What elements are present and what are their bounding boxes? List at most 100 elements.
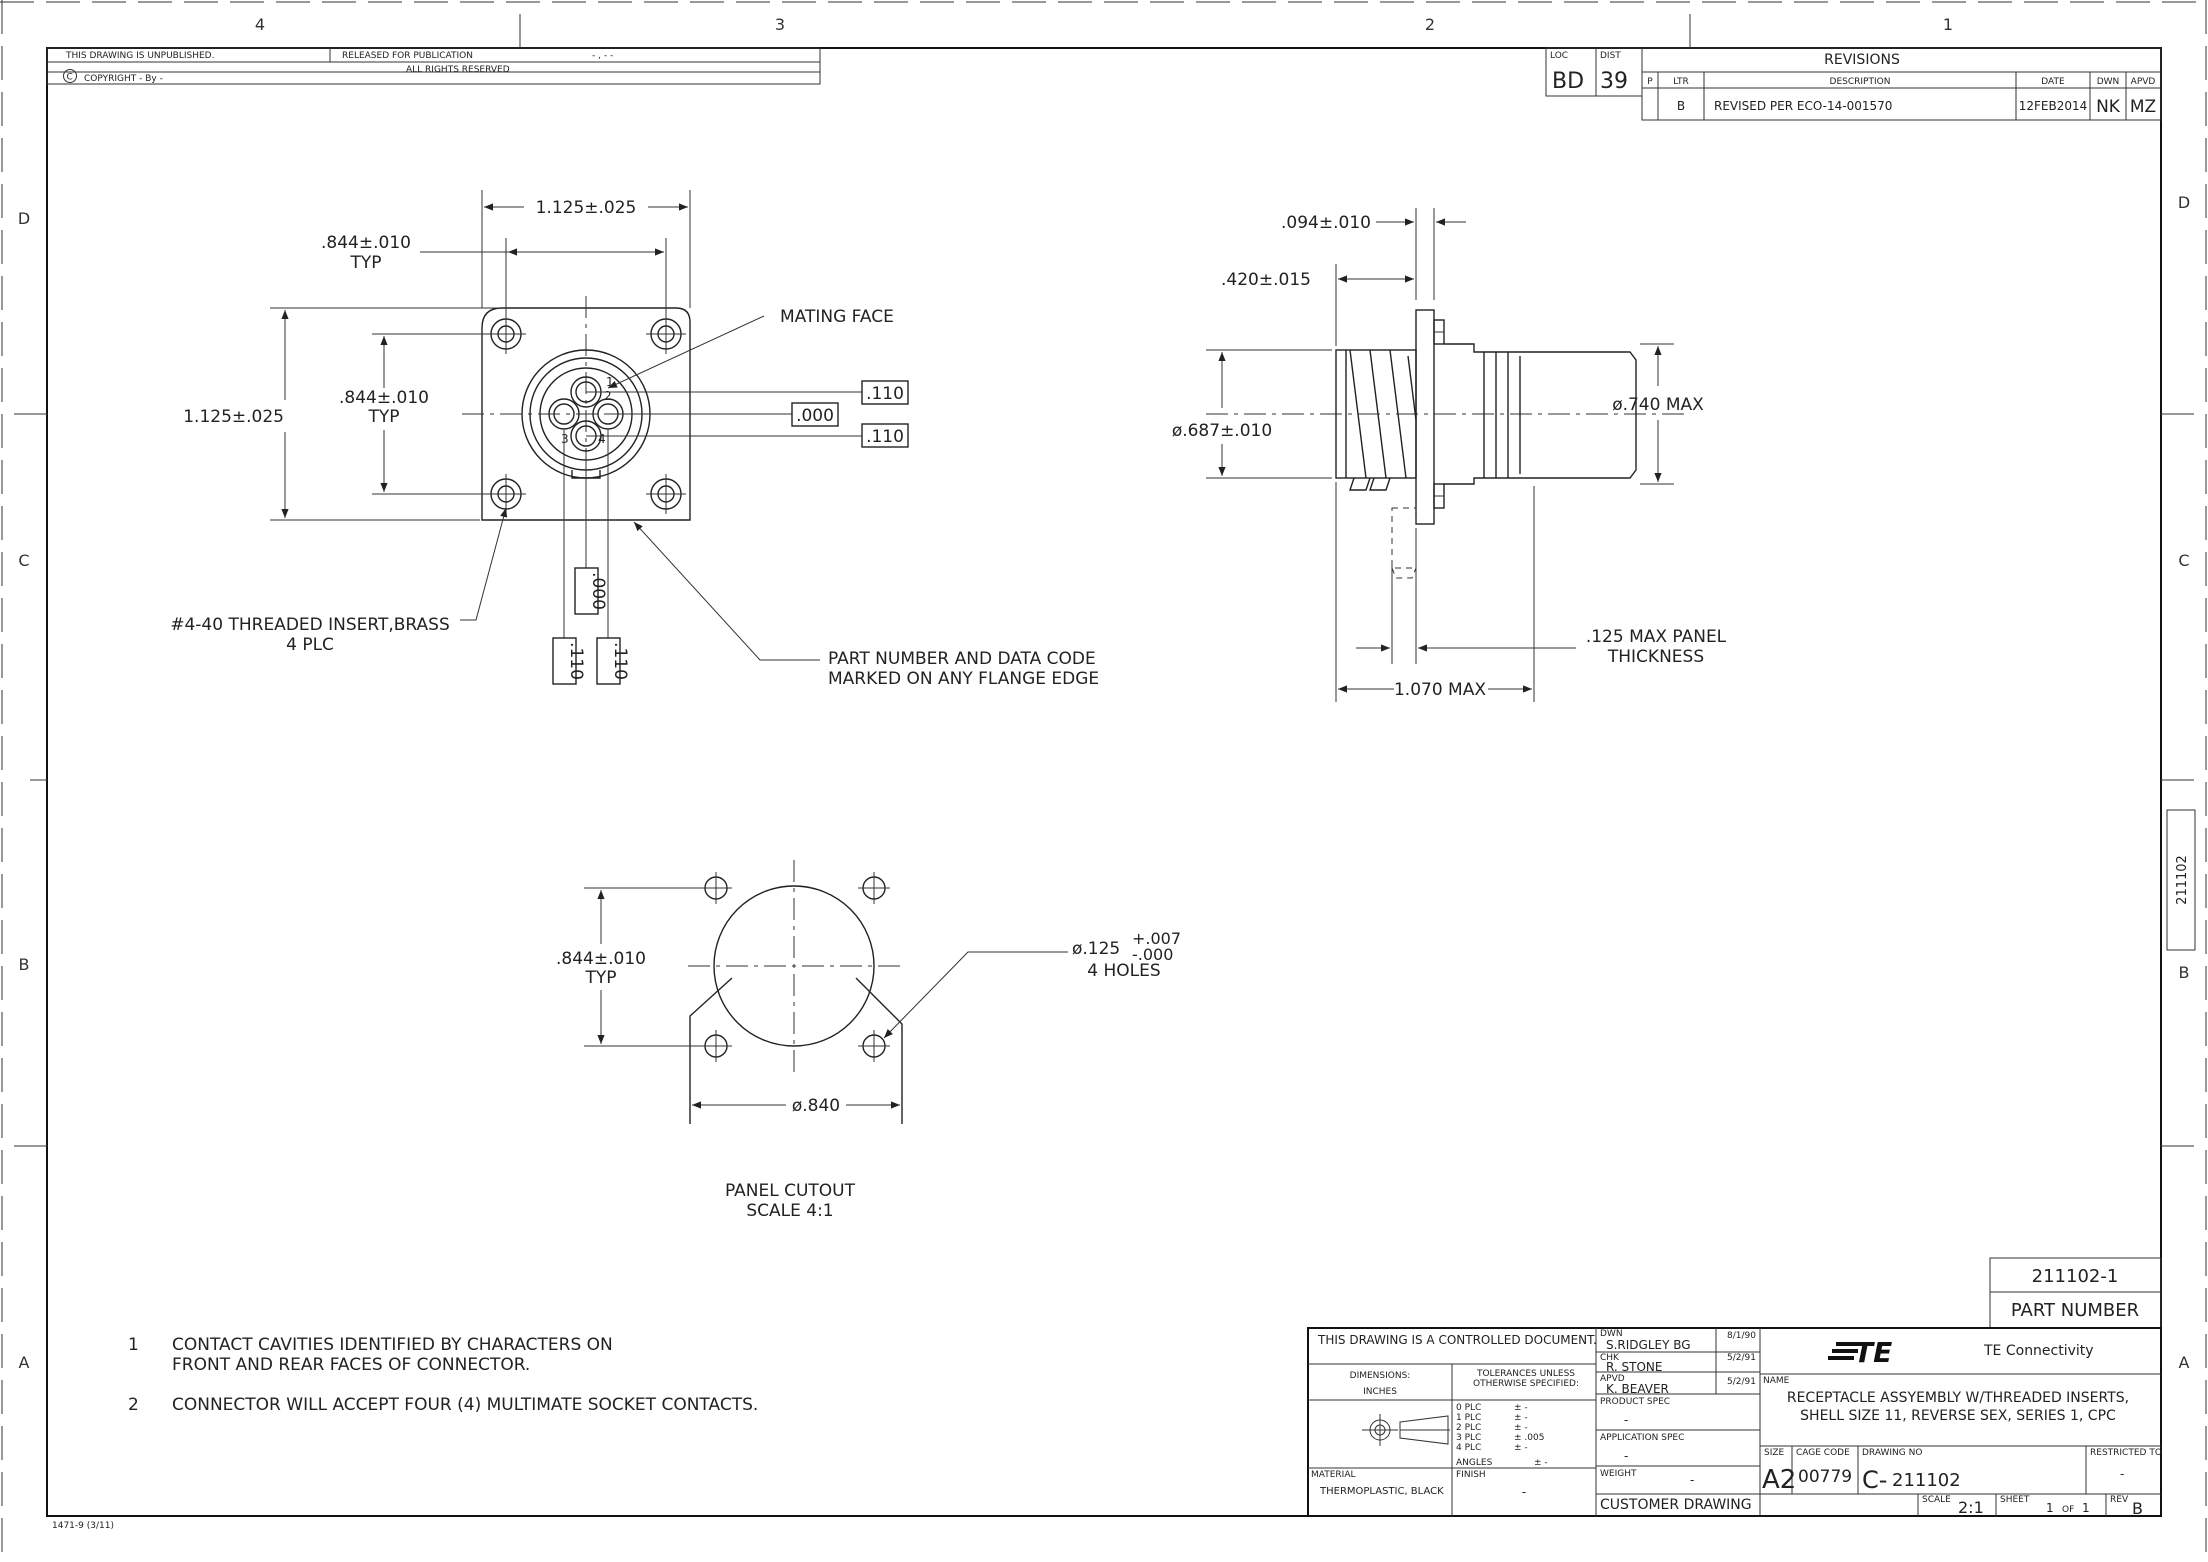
panel-thickness-line1: .125 MAX PANEL: [1586, 627, 1727, 647]
product-spec-value: -: [1624, 1413, 1628, 1427]
zone-col-1: 1: [1943, 15, 1953, 34]
cutout-hole-tl: [700, 872, 732, 904]
zone-col-2: 2: [1425, 15, 1435, 34]
svg-text:.110: .110: [866, 427, 904, 447]
finish-value: -: [1522, 1485, 1526, 1499]
svg-text:.110: .110: [610, 642, 630, 680]
cage-code-label: CAGE CODE: [1796, 1448, 1850, 1458]
apvd-date: 5/2/91: [1727, 1377, 1756, 1387]
svg-text:.000: .000: [588, 572, 608, 610]
dim-hole-spacing-x-typ: TYP: [349, 253, 381, 273]
part-number-label: PART NUMBER: [2011, 1300, 2139, 1321]
dwn-value: S.RIDGLEY BG: [1606, 1338, 1691, 1352]
sheet-label: SHEET: [2000, 1495, 2030, 1505]
chk-label: CHK: [1600, 1353, 1620, 1363]
dim-overall-length: 1.070 MAX: [1394, 680, 1486, 700]
svg-text:3 PLC: 3 PLC: [1456, 1433, 1481, 1443]
zone-row-b-left: B: [19, 955, 30, 974]
cutout-hole-tol-minus: -.000: [1132, 945, 1173, 964]
rev-value: B: [2132, 1499, 2143, 1518]
material-value: THERMOPLASTIC, BLACK: [1319, 1486, 1444, 1497]
zone-row-a-right: A: [2179, 1353, 2190, 1372]
finish-label: FINISH: [1456, 1470, 1486, 1480]
rev-label: REV: [2110, 1495, 2129, 1505]
dim-cutout-hole-spacing-typ: TYP: [584, 968, 616, 988]
restricted-value: -: [2120, 1467, 2124, 1481]
mating-face-label: MATING FACE: [780, 307, 894, 327]
size-value: A2: [1762, 1465, 1796, 1495]
customer-drawing-label: CUSTOMER DRAWING: [1600, 1497, 1752, 1513]
revision-description: REVISED PER ECO-14-001570: [1714, 99, 1892, 113]
sheet-of-label: OF: [2062, 1505, 2074, 1515]
projection-symbol-icon: [1362, 1414, 1450, 1446]
weight-label: WEIGHT: [1600, 1469, 1637, 1479]
zone-col-4: 4: [255, 15, 265, 34]
zone-col-3: 3: [775, 15, 785, 34]
apvd-label: APVD: [1600, 1374, 1625, 1384]
side-tab: 211102: [2166, 809, 2196, 951]
unpublished-text: THIS DRAWING IS UNPUBLISHED.: [65, 51, 214, 61]
threaded-insert-br: [646, 474, 686, 514]
controlled-document: THIS DRAWING IS A CONTROLLED DOCUMENT.: [1317, 1333, 1597, 1347]
released-text: RELEASED FOR PUBLICATION: [342, 51, 473, 61]
application-spec-value: -: [1624, 1449, 1628, 1463]
cutout-hole-tr: [858, 872, 890, 904]
tolerance-box-110-bottom: .110: [861, 423, 909, 448]
copyright-text: COPYRIGHT - By -: [84, 74, 163, 84]
svg-text:CONTACT CAVITIES IDENTIFIED: CONTACT CAVITIES IDENTIFIED BY CHARACTER…: [172, 1335, 613, 1355]
tolerance-box-110-vertical-right: .110: [596, 637, 630, 685]
scale-value: 2:1: [1958, 1498, 1984, 1517]
cutout-hole-br: [858, 1030, 890, 1062]
panel-cutout-view: .844±.010 TYP ø.125 +.007 -.000 4 HOLES …: [556, 860, 1181, 1221]
threaded-insert-bl: [486, 474, 526, 514]
rev-header-dwn: DWN: [2097, 77, 2120, 87]
panel-cutout-title: PANEL CUTOUT: [725, 1181, 856, 1201]
dwn-label: DWN: [1600, 1329, 1623, 1339]
rev-header-date: DATE: [2041, 77, 2065, 87]
dim-flange-thickness: .094±.010: [1281, 213, 1371, 233]
note-1: 1 CONTACT CAVITIES IDENTIFIED BY CHARACT…: [128, 1335, 613, 1375]
loc-value: BD: [1552, 69, 1584, 94]
svg-text:.000: .000: [796, 406, 834, 426]
cutout-hole-count: 4 HOLES: [1087, 961, 1160, 981]
dim-hole-spacing-y: .844±.010: [339, 388, 429, 408]
svg-text:.110: .110: [566, 642, 586, 680]
application-spec-label: APPLICATION SPEC: [1600, 1433, 1684, 1443]
dim-flange-height: 1.125±.025: [183, 407, 284, 427]
company-name: TE Connectivity: [1983, 1343, 2094, 1359]
cutout-hole-diameter: ø.125: [1072, 939, 1120, 959]
product-spec-label: PRODUCT SPEC: [1600, 1397, 1670, 1407]
svg-text:.110: .110: [866, 384, 904, 404]
zone-row-labels: D C B A D C B A: [18, 193, 2190, 1372]
svg-text:± -: ± -: [1514, 1423, 1528, 1433]
threaded-insert-plc: 4 PLC: [286, 635, 334, 655]
drawing-no-prefix: C-: [1862, 1466, 1887, 1494]
cutout-hole-bl: [700, 1030, 732, 1062]
svg-text:1 PLC: 1 PLC: [1456, 1413, 1481, 1423]
front-view: 1 2 3 4 1.125±.025 .844±.010 TYP 1.125±.…: [170, 190, 1099, 689]
tolerance-box-000-vertical: .000: [574, 567, 608, 615]
part-number-note-line2: MARKED ON ANY FLANGE EDGE: [828, 669, 1099, 689]
rights-text: ALL RIGHTS RESERVED: [406, 65, 510, 75]
svg-text:FRONT AND REAR FACES OF C: FRONT AND REAR FACES OF CONNECTOR.: [172, 1355, 530, 1375]
revision-date: 12FEB2014: [2019, 99, 2088, 113]
dwn-date: 8/1/90: [1727, 1331, 1756, 1341]
general-notes: 1 CONTACT CAVITIES IDENTIFIED BY CHARACT…: [128, 1335, 758, 1415]
svg-text:± -: ± -: [1514, 1403, 1528, 1413]
tolerances-label-1: TOLERANCES UNLESS: [1476, 1369, 1575, 1379]
drawing-name-line2: SHELL SIZE 11, REVERSE SEX, SERIES 1, CP…: [1800, 1408, 2116, 1424]
svg-text:2: 2: [128, 1395, 139, 1415]
loc-dist-block: LOC DIST BD 39: [1545, 47, 1643, 97]
dim-rear-diameter: ø.687±.010: [1172, 421, 1272, 441]
rev-header-ltr: LTR: [1673, 77, 1689, 87]
revision-apvd: MZ: [2130, 97, 2156, 117]
svg-text:± -: ± -: [1514, 1413, 1528, 1423]
revisions-table: REVISIONS P LTR DESCRIPTION DATE DWN APV…: [1641, 47, 2162, 121]
svg-text:1: 1: [128, 1335, 139, 1355]
chk-date: 5/2/91: [1727, 1353, 1756, 1363]
svg-text:± .005: ± .005: [1514, 1433, 1544, 1443]
threaded-insert-tr: [646, 314, 686, 354]
side-view: .094±.010 .420±.015 ø.687±.010 ø.740 MAX…: [1172, 208, 1727, 702]
svg-text:ANGLES: ANGLES: [1456, 1458, 1493, 1468]
